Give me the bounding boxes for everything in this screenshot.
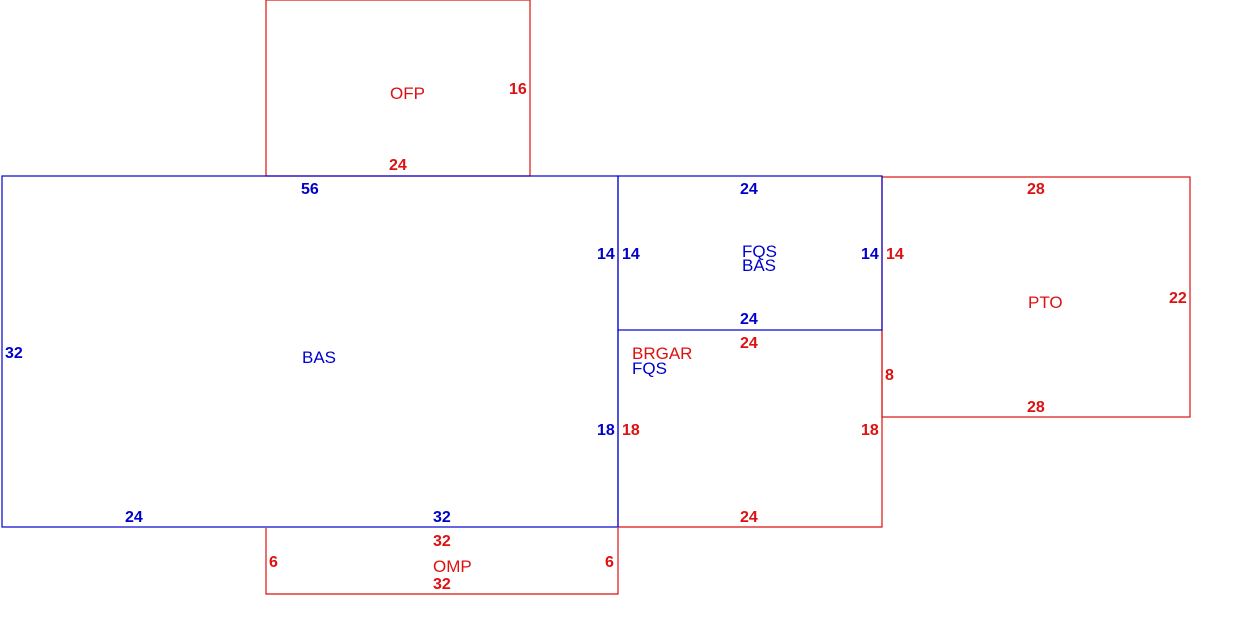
brgar-area: BRGAR FQS 24 18 18 24 8 <box>618 330 894 528</box>
ofp-dim-right: 16 <box>509 81 527 98</box>
omp-area: OMP 32 32 6 6 <box>265 528 619 595</box>
fqs-upper-outline <box>617 175 883 331</box>
omp-dim-left: 6 <box>269 554 278 571</box>
fqs-upper-dim-bottom: 24 <box>740 311 758 328</box>
brgar-outline <box>618 330 883 528</box>
fqs-upper-dim-left: 14 <box>622 246 640 263</box>
pto-dim-bottom: 28 <box>1027 399 1045 416</box>
pto-dim-top: 28 <box>1027 181 1045 198</box>
brgar-label: BRGAR <box>632 344 692 363</box>
fqs-upper-bas-label: BAS <box>742 256 776 275</box>
omp-label: OMP <box>433 557 472 576</box>
bas-main-dim-right-lower: 18 <box>597 422 615 439</box>
ofp-dim-bottom: 24 <box>389 157 407 174</box>
ofp-label: OFP <box>390 84 425 103</box>
bas-main-dim-top: 56 <box>301 181 319 198</box>
brgar-dim-right: 18 <box>861 422 879 439</box>
pto-dim-left: 14 <box>886 246 904 263</box>
fqs-upper-area: FQS BAS 24 14 14 24 <box>617 175 883 331</box>
brgar-dim-top: 24 <box>740 335 758 352</box>
omp-dim-bottom: 32 <box>433 576 451 593</box>
fqs-upper-fqs-label: FQS <box>742 242 777 261</box>
bas-main-dim-bottom-left: 24 <box>125 509 143 526</box>
omp-dim-top: 32 <box>433 533 451 550</box>
brgar-dim-left: 18 <box>622 422 640 439</box>
brgar-dim-bottom: 24 <box>740 509 758 526</box>
fqs-upper-dim-top: 24 <box>740 181 758 198</box>
bas-main-area: BAS 56 32 14 18 24 32 <box>1 175 619 528</box>
bas-main-dim-bottom-right: 32 <box>433 509 451 526</box>
bas-main-dim-left: 32 <box>5 345 23 362</box>
brgar-dim-connector: 8 <box>885 367 894 384</box>
bas-main-dim-right-upper: 14 <box>597 246 615 263</box>
fqs-upper-dim-right: 14 <box>861 246 879 263</box>
omp-dim-right: 6 <box>605 554 614 571</box>
pto-area: PTO 28 14 22 28 <box>881 176 1191 418</box>
omp-outline <box>265 528 619 595</box>
pto-label: PTO <box>1028 293 1063 312</box>
bas-main-label: BAS <box>302 348 336 367</box>
pto-dim-right: 22 <box>1169 290 1187 307</box>
ofp-area: OFP 16 24 <box>265 0 531 177</box>
brgar-fqs-label: FQS <box>632 359 667 378</box>
